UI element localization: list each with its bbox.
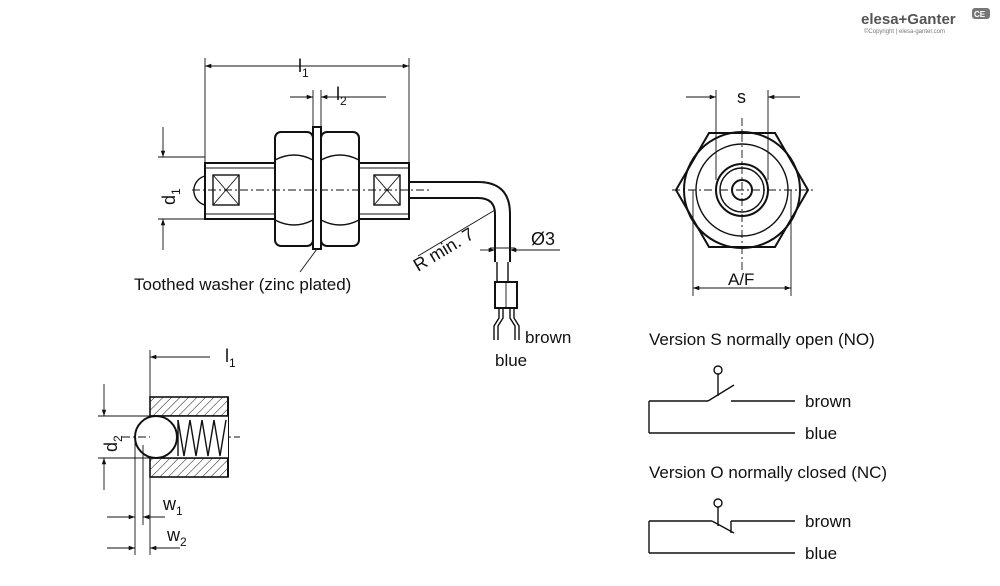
thread-inner bbox=[719, 167, 765, 213]
section-dim-l1-label: l1 bbox=[225, 346, 236, 370]
version-s-title: Version S normally open (NO) bbox=[649, 330, 875, 349]
radius-leader bbox=[417, 209, 496, 257]
dim-af-label: A/F bbox=[728, 270, 754, 289]
sleeve-wall-top bbox=[149, 396, 229, 417]
hex-nut-left bbox=[274, 131, 314, 247]
dim-s-label: s bbox=[737, 87, 746, 107]
switch-actuator-icon bbox=[713, 365, 723, 375]
thread-outer bbox=[715, 163, 769, 217]
dim-l2-label: l2 bbox=[336, 84, 347, 108]
wire-brown-label: brown bbox=[525, 328, 571, 347]
washer-leader bbox=[299, 248, 318, 273]
brand-logo: elesa+Ganter CE ©Copyright | elesa-gante… bbox=[861, 8, 990, 35]
front-view: s A/F bbox=[672, 87, 815, 296]
ball-plunger bbox=[731, 179, 753, 201]
flat-left bbox=[212, 174, 240, 206]
threaded-body-left bbox=[204, 162, 276, 220]
section-view: l1 d2 w1 w2 bbox=[98, 346, 240, 555]
toothed-washer bbox=[312, 126, 322, 250]
nut-chamfer bbox=[695, 143, 789, 237]
side-view: l1 l2 d1 R min. 7 Ø3 Toothed washer (zin… bbox=[134, 56, 571, 370]
version-s-brown: brown bbox=[805, 392, 851, 411]
ball-tip bbox=[193, 175, 206, 206]
hex-nut-right bbox=[320, 131, 360, 247]
copyright-note: ©Copyright | elesa-ganter.com bbox=[864, 28, 945, 35]
flat-cross bbox=[373, 174, 401, 206]
cable-inner bbox=[409, 197, 496, 262]
wire-connector-icon bbox=[493, 262, 520, 340]
version-o-blue: blue bbox=[805, 544, 837, 563]
switch-actuator-icon bbox=[713, 498, 723, 508]
hex-nut-outline bbox=[674, 132, 810, 248]
dim-d2-label: d2 bbox=[101, 435, 125, 452]
threaded-body-right bbox=[358, 162, 410, 220]
flat-cross bbox=[212, 174, 240, 206]
switch-contact-open bbox=[707, 384, 735, 402]
dim-d1-label: d1 bbox=[159, 188, 183, 205]
wire-blue-label: blue bbox=[495, 351, 527, 370]
flat-right bbox=[373, 174, 401, 206]
ce-badge-label: CE bbox=[974, 10, 986, 19]
sleeve-wall-bottom bbox=[149, 457, 229, 478]
bend-radius-label: R min. 7 bbox=[410, 224, 478, 276]
brand-name: elesa+Ganter bbox=[861, 11, 956, 28]
dim-w1-label: w1 bbox=[162, 494, 183, 518]
ce-badge-icon bbox=[972, 8, 990, 19]
dim-w2-label: w2 bbox=[166, 525, 187, 549]
version-s-blue: blue bbox=[805, 424, 837, 443]
version-o-diagram: Version O normally closed (NC) brown blu… bbox=[648, 463, 887, 563]
version-o-title: Version O normally closed (NC) bbox=[649, 463, 887, 482]
version-s-diagram: Version S normally open (NO) brown blue bbox=[648, 330, 875, 443]
cable-outer bbox=[409, 181, 511, 262]
dim-l1-label: l1 bbox=[298, 56, 309, 80]
spring-icon bbox=[177, 419, 227, 457]
cable-diameter-label: Ø3 bbox=[531, 229, 555, 249]
washer-label: Toothed washer (zinc plated) bbox=[134, 275, 351, 294]
version-o-brown: brown bbox=[805, 512, 851, 531]
